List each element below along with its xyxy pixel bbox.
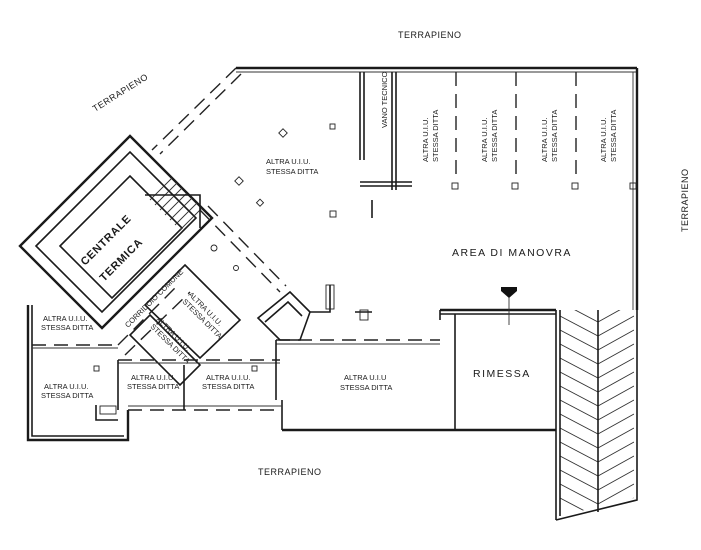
room-label: ALTRA U.I.U. [206, 373, 250, 382]
bay-label: STESSA DITTA [490, 110, 499, 162]
room-label: STESSA DITTA [41, 391, 93, 400]
bay-label: STESSA DITTA [609, 110, 618, 162]
room-label: ALTRA U.I.U. [131, 373, 175, 382]
room-label: STESSA DITTA [340, 383, 392, 392]
outer-walls [26, 66, 639, 521]
room-label: STESSA DITTA [202, 382, 254, 391]
entrance-arrow-icon [501, 287, 517, 298]
room-label: STESSA DITTA [41, 323, 93, 332]
internal-walls [32, 72, 577, 430]
room-label: ALTRA U.I.U. [43, 314, 87, 323]
room-label: STESSA DITTA [266, 167, 318, 176]
room-label: ALTRA U.I.U. [266, 157, 310, 166]
stairs [145, 177, 203, 231]
bay-label: ALTRA U.I.U. [599, 118, 608, 162]
bay-label: ALTRA U.I.U. [540, 118, 549, 162]
bay-label: ALTRA U.I.U. [421, 118, 430, 162]
room-label: STESSA DITTA [127, 382, 179, 391]
terrapieno-right-label: TERRAPIENO [680, 168, 690, 232]
centrale-termica-room [18, 134, 214, 330]
bay-label: STESSA DITTA [431, 110, 440, 162]
pillars [93, 123, 637, 415]
bay-label: ALTRA U.I.U. [480, 118, 489, 162]
terrapieno-top-label: TERRAPIENO [398, 30, 462, 40]
hatched-ramp [559, 310, 634, 516]
rimessa-label: RIMESSA [473, 368, 531, 380]
terrapieno-topleft-label: TERRAPIENO [91, 72, 150, 114]
bay-label: STESSA DITTA [550, 110, 559, 162]
area-manovra-label: AREA DI MANOVRA [452, 247, 572, 259]
terrapieno-bottom-label: TERRAPIENO [258, 467, 322, 477]
vano-tecnico-label: VANO TECNICO [380, 71, 389, 128]
room-label: ALTRA U.I.U [344, 373, 386, 382]
room-label: ALTRA U.I.U. [44, 382, 88, 391]
